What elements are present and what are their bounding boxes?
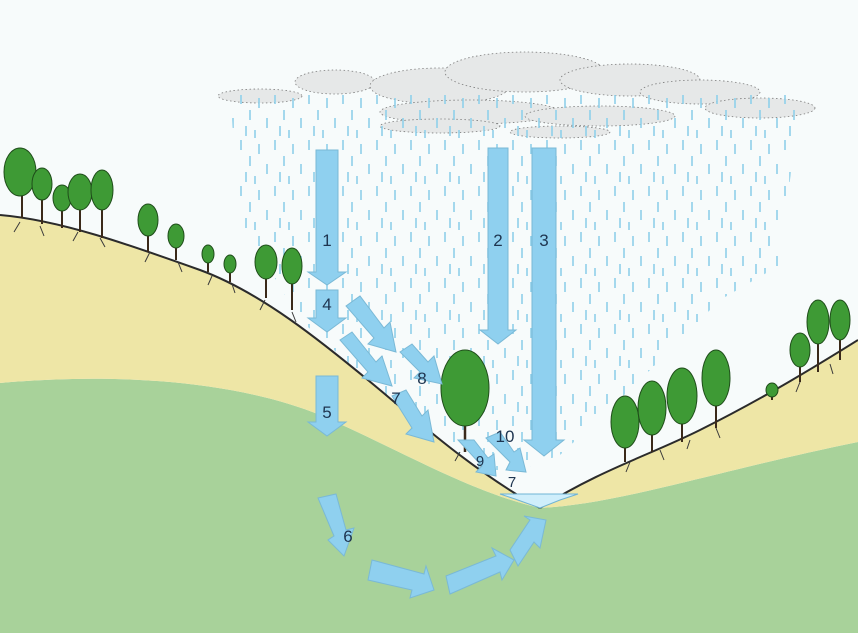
label-9: 9	[476, 453, 484, 470]
soil-left-slope	[0, 215, 540, 508]
ground-surface-left	[0, 214, 541, 509]
flow-arrows	[306, 147, 566, 599]
arrow-6a	[317, 493, 355, 557]
trees-right	[610, 299, 851, 462]
label-10: 10	[496, 427, 515, 446]
trees-left	[3, 147, 303, 310]
tree-streamside	[440, 349, 490, 452]
label-7-upper: 7	[391, 389, 400, 408]
arrow-8b	[399, 343, 443, 385]
arrow-7-lower	[391, 389, 435, 443]
ground-surface-right	[539, 339, 858, 509]
soil-right-slope	[540, 340, 858, 508]
arrow-8a	[345, 295, 397, 353]
label-3: 3	[539, 231, 548, 250]
label-4: 4	[322, 295, 331, 314]
arrow-9	[456, 439, 497, 477]
label-5: 5	[322, 403, 331, 422]
arrow-3	[522, 147, 566, 457]
roots	[13, 221, 834, 474]
bedrock-zone	[0, 378, 858, 633]
label-7-lower: 7	[508, 474, 516, 491]
label-8: 8	[417, 369, 426, 388]
arrow-2	[478, 147, 518, 345]
flow-labels: 1 2 3 4 5 6 7 7 8 9 10	[322, 231, 548, 546]
stream-water	[499, 493, 579, 509]
arrow-6d	[509, 515, 547, 567]
arrow-6c	[445, 546, 515, 595]
arrow-7	[339, 331, 393, 387]
arrow-10	[485, 431, 527, 473]
label-2: 2	[493, 231, 502, 250]
label-6: 6	[343, 527, 352, 546]
arrow-1	[306, 149, 348, 286]
arrow-5	[306, 375, 348, 437]
arrow-6b	[367, 559, 435, 599]
label-1: 1	[322, 231, 331, 250]
arrow-4	[306, 289, 348, 333]
